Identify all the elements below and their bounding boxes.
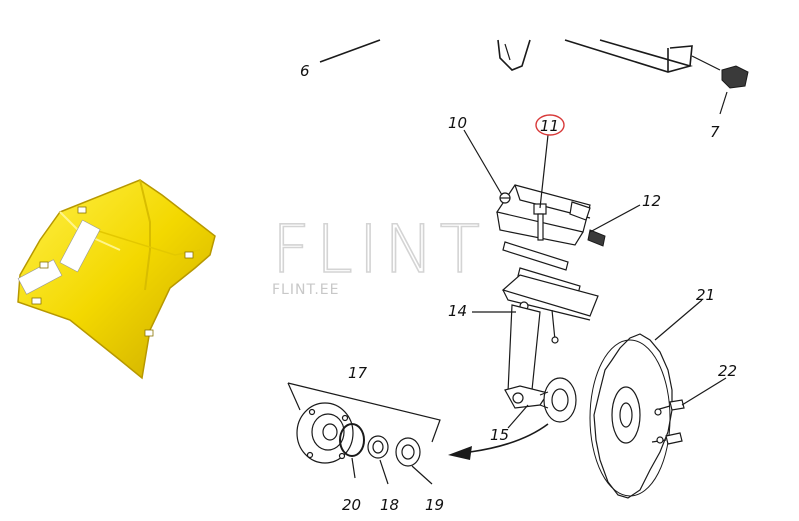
part-label-19: 19 [425, 496, 444, 514]
watermark-site: FLINT.EE [272, 282, 340, 298]
watermark-logo: FLINT [272, 211, 486, 288]
yellow-cover-plate-photo [17, 179, 216, 380]
leader-lines [351, 91, 728, 485]
highlight-circle [535, 114, 565, 136]
part-label-14: 14 [448, 302, 467, 320]
part-label-6: 6 [300, 62, 310, 80]
part-label-20: 20 [342, 496, 361, 514]
disc-hub-assembly [539, 333, 685, 499]
shank-bracket-assembly [496, 184, 606, 409]
part-label-18: 18 [380, 496, 399, 514]
part-label-17: 17 [348, 364, 368, 382]
frame-arm-assembly [319, 39, 749, 89]
part-label-22: 22 [718, 362, 737, 380]
part-label-12: 12 [642, 192, 661, 210]
part-label-21: 21 [696, 286, 715, 304]
part-label-7: 7 [710, 123, 720, 141]
part-label-15: 15 [490, 426, 509, 444]
hub-bearing-exploded-view [287, 382, 549, 467]
part-label-10: 10 [448, 114, 467, 132]
part-label-11: 11 [540, 117, 559, 135]
